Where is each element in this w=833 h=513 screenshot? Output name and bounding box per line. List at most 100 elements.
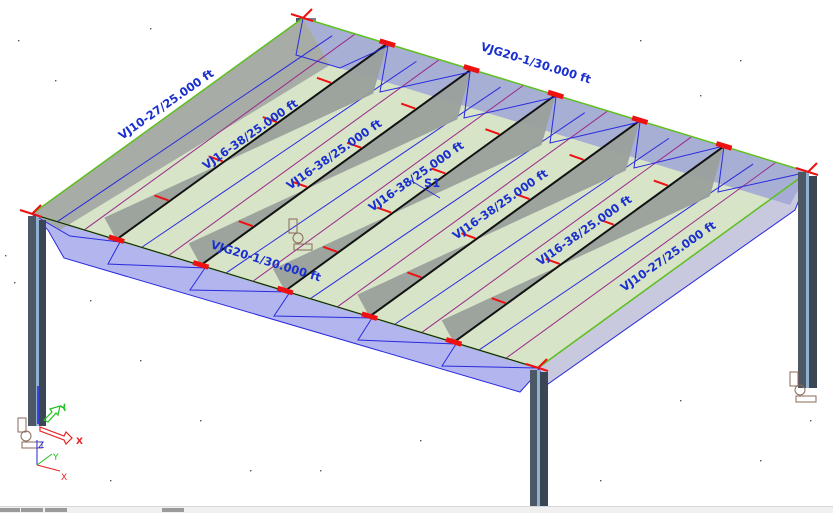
status-segment[interactable] — [162, 508, 184, 512]
joist-band[interactable] — [188, 69, 472, 266]
grid-dot — [760, 460, 762, 462]
status-segment[interactable] — [45, 508, 67, 512]
grid-dot — [5, 255, 7, 257]
grid-dot — [680, 400, 682, 402]
grid-dot — [640, 40, 642, 42]
load-tick — [599, 218, 615, 226]
grid-dot — [18, 40, 20, 42]
grid-dot — [200, 420, 202, 422]
status-segment[interactable] — [21, 508, 43, 512]
joists — [57, 33, 777, 359]
grid-dot — [110, 480, 112, 482]
connection-marker — [192, 260, 210, 270]
column-front[interactable] — [530, 370, 548, 506]
support-left[interactable] — [17, 417, 43, 449]
corner-marker — [302, 8, 313, 19]
connection-marker — [276, 285, 294, 296]
support-left-pin — [20, 430, 32, 442]
deck-rib-line — [168, 59, 440, 256]
load-tick — [430, 167, 446, 175]
connection-marker — [361, 311, 378, 321]
corner-marker — [537, 358, 548, 369]
connection-marker — [715, 141, 733, 151]
status-segment[interactable] — [0, 508, 20, 512]
edge-joist-left-band[interactable] — [32, 18, 330, 230]
deck-rib-line — [421, 136, 693, 333]
support-back[interactable] — [288, 218, 313, 251]
local-axis-y — [36, 453, 53, 466]
grid-dot — [140, 360, 142, 362]
support-right-plate — [789, 371, 799, 387]
connection-marker — [631, 115, 649, 125]
corner-marker — [290, 13, 314, 22]
slab-axis-arrow — [409, 179, 441, 199]
corner-marker — [795, 167, 819, 176]
corner-marker — [19, 209, 43, 218]
column-left-flange — [28, 216, 36, 426]
axis-x-label: X — [76, 437, 83, 447]
grid-dot — [90, 300, 92, 302]
load-tick — [400, 102, 416, 110]
load-tick — [491, 297, 507, 305]
column-right[interactable] — [798, 172, 817, 388]
joist-band[interactable] — [357, 120, 640, 317]
connection-marker — [108, 234, 125, 244]
local-axis-x — [36, 464, 61, 472]
axis-y-arrow — [42, 405, 61, 423]
load-markers — [19, 8, 819, 372]
grid-dot — [700, 95, 702, 97]
load-tick — [292, 180, 308, 188]
load-tick — [316, 76, 332, 84]
joist-band[interactable] — [273, 95, 556, 291]
support-left-base — [21, 441, 43, 449]
local-axis-y-label: Y — [52, 453, 59, 463]
global-axis-triad: X Y — [37, 386, 83, 447]
connection-marker — [378, 38, 396, 48]
joist-top-chord — [115, 42, 388, 241]
load-tick — [485, 128, 500, 136]
grid-dot — [150, 28, 152, 30]
support-left-plate — [17, 417, 27, 433]
column-front-web — [537, 370, 540, 506]
local-axis-z-label: Z — [38, 441, 44, 451]
load-tick — [407, 271, 422, 279]
load-tick — [376, 206, 392, 214]
load-tick — [238, 220, 254, 228]
load-tick — [262, 116, 278, 124]
load-tick — [653, 179, 669, 187]
column-left[interactable] — [28, 216, 46, 426]
joist-edge-line — [57, 35, 333, 223]
grid-dot — [420, 440, 422, 442]
load-tick — [515, 193, 530, 201]
corner-marker — [525, 363, 549, 372]
corner-marker — [31, 204, 42, 215]
load-tick — [569, 153, 584, 161]
support-back-base — [293, 243, 313, 251]
status-bar — [0, 506, 833, 513]
slab-tag[interactable]: S1 — [424, 176, 440, 190]
corner-marker — [807, 162, 818, 173]
load-tick — [208, 155, 224, 163]
deck-rib-line — [336, 110, 608, 308]
grid-dot — [600, 480, 602, 482]
local-axis-x-label: X — [61, 473, 67, 483]
column-front-flange-2 — [540, 372, 548, 506]
grid-dot — [740, 60, 742, 62]
support-right[interactable] — [789, 371, 817, 403]
support-back-plate — [288, 218, 298, 234]
axis-y-label: Y — [58, 403, 69, 415]
load-tick — [346, 141, 362, 149]
girder-back-band[interactable] — [303, 18, 808, 205]
support-right-pin — [794, 384, 806, 396]
load-tick — [461, 232, 476, 240]
connection-marker — [463, 64, 480, 74]
joist-band[interactable] — [441, 146, 724, 343]
column-left-flange-2 — [39, 220, 46, 426]
joist-band[interactable] — [104, 43, 388, 240]
deck-rib-line — [505, 161, 777, 359]
deck-rib-line — [252, 84, 524, 282]
grid-dot — [250, 470, 252, 472]
connection-marker — [445, 337, 463, 347]
